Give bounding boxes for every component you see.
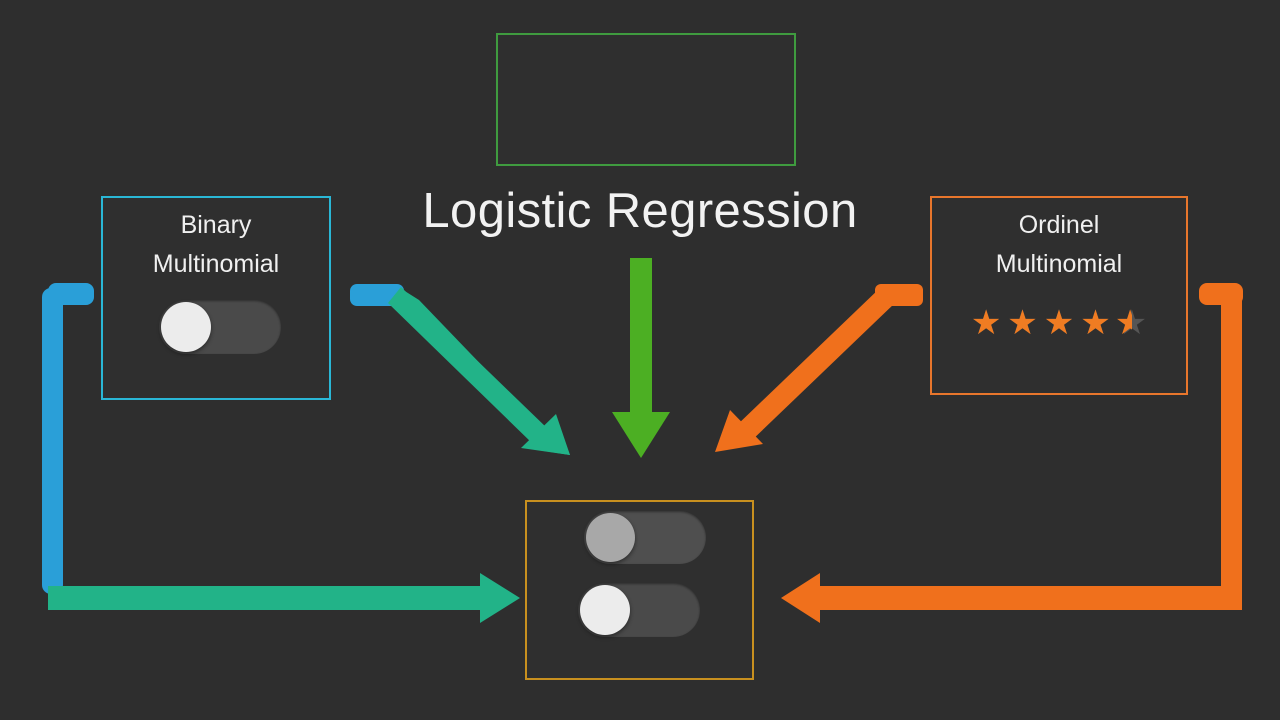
left-diagonal-stub [350, 284, 404, 306]
star-rating[interactable]: ★ ★ ★ ★ ★ ★ ★ ★ ★ ★ [932, 306, 1186, 340]
star-4[interactable]: ★ ★ [1080, 304, 1111, 342]
bottom-left-arrow [48, 573, 520, 623]
right-diagonal-stub [875, 284, 923, 306]
star-5-half[interactable]: ★ ★ [1114, 304, 1148, 342]
center-arrow-head [612, 412, 670, 458]
node-output-toggles[interactable] [525, 500, 754, 680]
node-ordinal-label-line1: Ordinel [1018, 211, 1100, 239]
right-stub-top [1199, 283, 1243, 305]
binary-toggle[interactable] [159, 300, 281, 354]
right-diagonal-shaft [735, 287, 895, 443]
right-vertical-rail [1221, 288, 1242, 594]
page-title: Logistic Regression [422, 184, 858, 238]
bottom-right-arrow [781, 573, 1242, 623]
left-diagonal-arrow-group [350, 284, 570, 455]
right-diagonal-head [715, 410, 763, 452]
binary-toggle-knob [161, 302, 211, 352]
left-diagonal-head [521, 414, 570, 455]
node-ordinal-label-line2: Multinomial [995, 250, 1123, 278]
star-3[interactable]: ★ ★ [1043, 304, 1075, 342]
output-toggle-bottom-knob [580, 585, 630, 635]
output-toggle-top[interactable] [584, 511, 706, 564]
left-vertical-rail [42, 288, 63, 594]
title-frame [496, 33, 796, 166]
output-toggle-bottom[interactable] [578, 583, 700, 637]
node-binary-multinomial[interactable]: Binary Multinomial [101, 196, 331, 400]
output-toggle-top-knob [586, 513, 635, 562]
star-2[interactable]: ★ ★ [1007, 304, 1038, 342]
left-diagonal-arrow [400, 288, 570, 455]
node-binary-label-line1: Binary [180, 211, 252, 239]
left-diagonal-shaft [388, 287, 548, 445]
center-arrow-shaft [630, 258, 652, 420]
center-down-arrow-group [612, 258, 670, 458]
left-stub-top [48, 283, 94, 305]
right-diagonal-arrow-group [715, 284, 923, 452]
star-1[interactable]: ★ ★ [970, 304, 1002, 342]
node-binary-label-line2: Multinomial [152, 250, 280, 278]
node-ordinal-multinomial[interactable]: Ordinel Multinomial ★ ★ ★ ★ ★ ★ ★ ★ ★ ★ [930, 196, 1188, 395]
